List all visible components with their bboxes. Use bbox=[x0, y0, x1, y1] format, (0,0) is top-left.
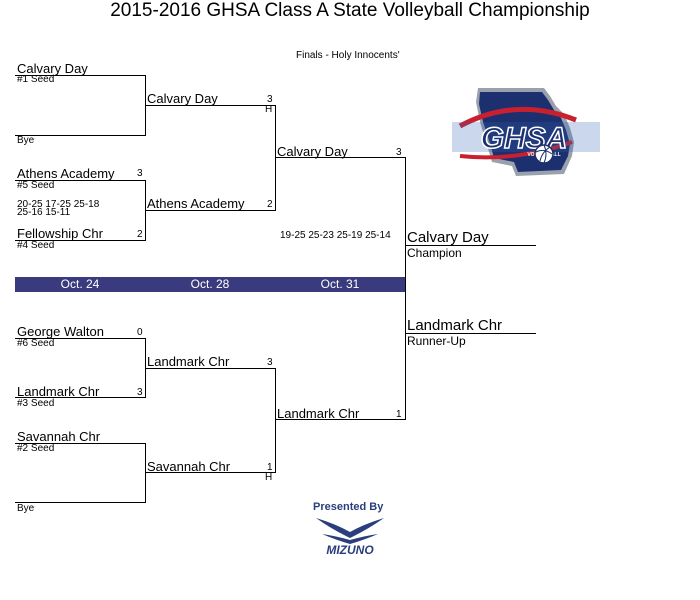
bracket-line bbox=[145, 210, 276, 211]
r1-m2-team-a: Athens Academy bbox=[17, 166, 115, 181]
bracket-line bbox=[275, 419, 406, 420]
mizuno-logo: MIZUNO bbox=[312, 514, 388, 561]
runner-up-label: Runner-Up bbox=[407, 334, 466, 348]
bracket-line bbox=[15, 240, 146, 241]
r2-s1-team: Calvary Day bbox=[147, 91, 218, 106]
bracket-line bbox=[15, 502, 146, 503]
r1-m4-team-b: Bye bbox=[17, 503, 35, 514]
bracket-line bbox=[15, 75, 146, 76]
final-bottom-score: 1 bbox=[396, 409, 402, 420]
r1-m4-seed-a: #2 Seed bbox=[17, 443, 55, 454]
bracket-line bbox=[15, 180, 146, 181]
r2-s4-team: Savannah Chr bbox=[147, 459, 231, 474]
r1-m2-games-line2: 25-16 15-11 bbox=[17, 207, 71, 218]
r1-m3-score-a: 0 bbox=[137, 327, 143, 338]
r1-m2-games-line1: 20-25 17-25 25-18 bbox=[17, 199, 100, 210]
date-round3: Oct. 31 bbox=[320, 277, 360, 291]
bracket-line bbox=[405, 157, 406, 420]
logo-text: GHSA bbox=[481, 122, 568, 155]
r1-m3-seed-b: #3 Seed bbox=[17, 398, 55, 409]
bracket-line bbox=[15, 443, 146, 444]
bracket-line bbox=[275, 105, 276, 211]
ghsa-volleyball-logo: GHSA VOLLEYBALL bbox=[446, 82, 606, 183]
r1-m1-team-b: Bye bbox=[17, 135, 35, 146]
r1-m2-team-b: Fellowship Chr bbox=[17, 226, 103, 241]
r1-m4-team-a: Savannah Chr bbox=[17, 429, 101, 444]
bracket-line bbox=[15, 135, 146, 136]
r1-m3-team-a: George Walton bbox=[17, 324, 104, 339]
bracket-line bbox=[405, 245, 536, 246]
bracket-line bbox=[145, 368, 276, 369]
r2-s4-score: 1 bbox=[267, 462, 273, 473]
r1-m2-seed-b: #4 Seed bbox=[17, 240, 55, 251]
r2-s4-home: H bbox=[265, 472, 273, 483]
round-dates-bar: Oct. 24 Oct. 28 Oct. 31 bbox=[15, 277, 405, 292]
bracket-line bbox=[275, 157, 406, 158]
bracket-line bbox=[275, 368, 276, 473]
runner-up-team: Landmark Chr bbox=[407, 317, 503, 334]
mizuno-text: MIZUNO bbox=[326, 543, 374, 556]
r2-s1-home: H bbox=[265, 104, 273, 115]
r1-m3-score-b: 3 bbox=[137, 387, 143, 398]
bracket-line bbox=[15, 338, 146, 339]
r2-s1-score: 3 bbox=[267, 94, 273, 105]
bracket-line bbox=[145, 472, 276, 473]
r2-s3-score: 3 bbox=[267, 357, 273, 368]
r1-m2-seed-a: #5 Seed bbox=[17, 180, 55, 191]
final-top-team: Calvary Day bbox=[277, 144, 348, 159]
r1-m2-score-a: 3 bbox=[137, 168, 143, 179]
final-games: 19-25 25-23 25-19 25-14 bbox=[280, 230, 391, 241]
r1-m3-seed-a: #6 Seed bbox=[17, 338, 55, 349]
r1-m1-team-a: Calvary Day bbox=[17, 61, 88, 76]
r2-s2-team: Athens Academy bbox=[147, 196, 245, 211]
bracket-line bbox=[405, 333, 536, 334]
page-title: 2015-2016 GHSA Class A State Volleyball … bbox=[110, 0, 590, 21]
r2-s2-score: 2 bbox=[267, 199, 273, 210]
r1-m1-seed-a: #1 Seed bbox=[17, 74, 55, 85]
bracket-line bbox=[15, 397, 146, 398]
presented-by-label: Presented By bbox=[313, 501, 384, 513]
bracket-line bbox=[145, 443, 146, 503]
champion-label: Champion bbox=[407, 246, 462, 260]
r1-m2-score-b: 2 bbox=[137, 229, 143, 240]
r2-s3-team: Landmark Chr bbox=[147, 354, 230, 369]
volleyball-icon bbox=[534, 144, 554, 164]
r1-m3-team-b: Landmark Chr bbox=[17, 384, 100, 399]
date-round2: Oct. 28 bbox=[190, 277, 230, 291]
date-round1: Oct. 24 bbox=[60, 277, 100, 291]
bracket-line bbox=[145, 105, 276, 106]
venue-label: Finals - Holy Innocents' bbox=[296, 50, 400, 61]
final-bottom-team: Landmark Chr bbox=[277, 406, 360, 421]
champion-team: Calvary Day bbox=[407, 229, 489, 246]
final-top-score: 3 bbox=[396, 147, 402, 158]
